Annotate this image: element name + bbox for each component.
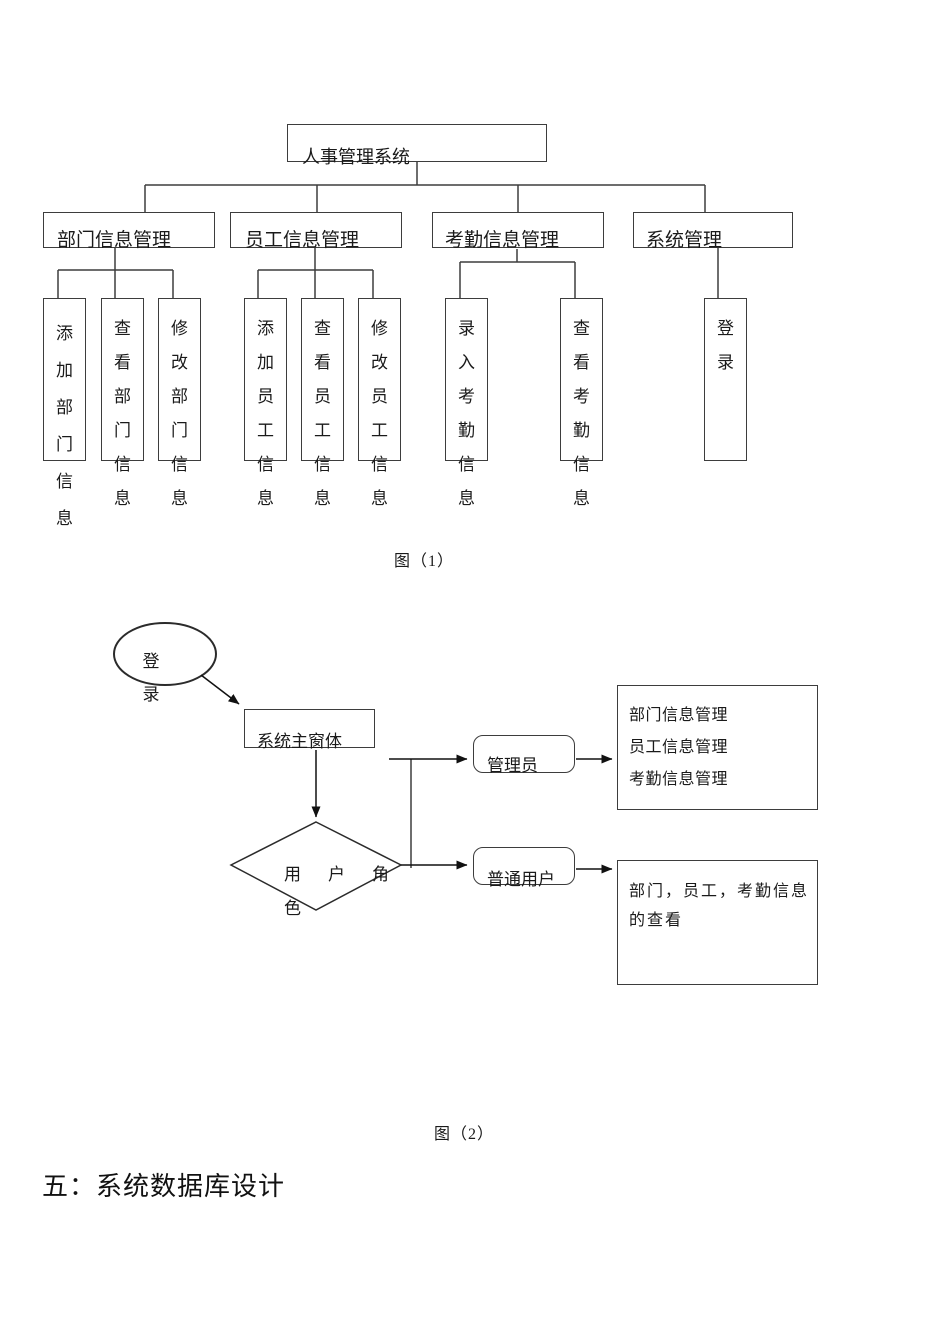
fig1-leaf-view-dept: 查看部门信息 [101, 298, 144, 508]
fig1-leaf-text: 查看部门信息 [114, 319, 131, 508]
fig1-leaf-enter-attendance: 录入考勤信息 [445, 298, 488, 508]
fig2-shapes [113, 622, 613, 911]
admin-target-line: 员工信息管理 [629, 739, 729, 756]
fig1-leaf-text: 查看员工信息 [314, 319, 331, 508]
fig2-main-window-box: 系统主窗体 [244, 709, 375, 751]
fig1-branch-label-system: 系统管理 [646, 230, 723, 251]
fig2-login-label: 登录 [142, 652, 160, 704]
fig2-main-window-label: 系统主窗体 [257, 732, 342, 751]
fig1-leaf-text: 添加部门信息 [56, 324, 73, 528]
decision-diamond [229, 821, 403, 911]
fig1-root-box: 人事管理系统 [287, 124, 547, 167]
fig2-admin-targets-box: 部门信息管理 员工信息管理 考勤信息管理 [617, 685, 818, 810]
admin-target-line: 考勤信息管理 [629, 771, 729, 788]
fig1-branch-label-dept: 部门信息管理 [57, 230, 172, 251]
fig2-user-targets-box: 部门，员工，考勤信息 的查看 [617, 860, 818, 985]
fig1-connectors [57, 162, 719, 298]
fig1-leaf-text: 登 录 [717, 319, 768, 372]
fig1-leaf-text: 修改员工信息 [371, 319, 388, 508]
fig2-decision-label: 用 户 角 色 [284, 865, 394, 918]
fig1-leaf-text: 录入考勤信息 [458, 319, 475, 508]
section-heading: 五：系统数据库设计 [42, 1172, 286, 1201]
fig2-user-box: 普通用户 [473, 847, 575, 889]
fig1-branch-box-dept: 部门信息管理 [43, 212, 215, 251]
fig1-leaf-edit-employee: 修改员工信息 [358, 298, 401, 508]
fig1-leaf-text: 修改部门信息 [171, 319, 188, 508]
fig1-branch-box-employee: 员工信息管理 [230, 212, 402, 251]
fig2-admin-label: 管理员 [487, 756, 538, 775]
fig1-leaf-add-employee: 添加员工信息 [244, 298, 287, 508]
fig2-admin-box: 管理员 [473, 735, 575, 775]
fig1-caption: 图（1） [394, 553, 455, 570]
user-target-line: 部门，员工，考勤信息 [629, 883, 810, 900]
fig1-leaf-login: 登 录 [704, 298, 768, 461]
user-target-line: 的查看 [629, 912, 684, 929]
fig1-leaf-edit-dept: 修改部门信息 [158, 298, 201, 508]
fig1-leaf-text: 查看考勤信息 [573, 319, 590, 508]
fig1-leaf-add-dept: 添加部门信息 [43, 298, 86, 528]
fig1-branch-label-attendance: 考勤信息管理 [445, 230, 560, 251]
fig1-leaf-text: 添加员工信息 [257, 319, 274, 508]
login-ellipse [113, 622, 217, 686]
fig2-caption: 图（2） [434, 1126, 495, 1143]
fig1-leaf-view-attendance: 查看考勤信息 [560, 298, 603, 508]
admin-target-line: 部门信息管理 [629, 707, 729, 724]
arrow-login-to-main [200, 674, 240, 705]
fig1-leaf-view-employee: 查看员工信息 [301, 298, 344, 508]
fig1-branch-box-attendance: 考勤信息管理 [432, 212, 604, 251]
fig2-user-label: 普通用户 [487, 870, 555, 889]
fig1-root-label: 人事管理系统 [302, 147, 410, 167]
fig1-branch-label-employee: 员工信息管理 [245, 230, 360, 251]
fig1-branch-box-system: 系统管理 [633, 212, 793, 251]
